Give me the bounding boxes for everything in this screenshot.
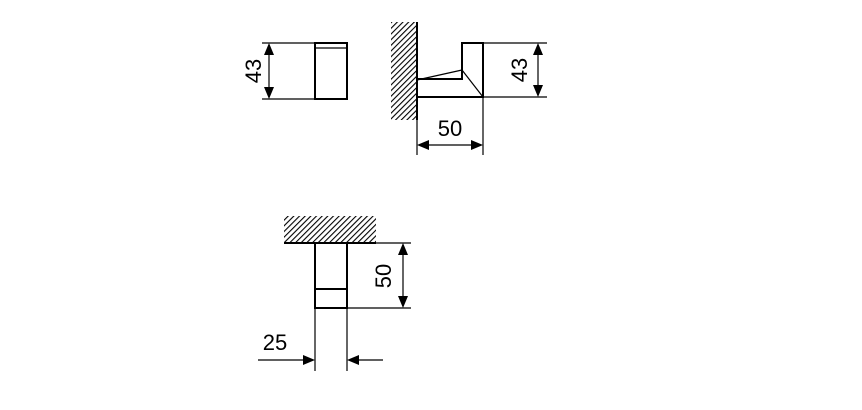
side-view: 43 50 <box>391 22 547 155</box>
front-height-label: 43 <box>241 59 266 83</box>
top-width-arrow-right <box>347 355 359 365</box>
front-height-arrow-bottom <box>264 87 274 99</box>
side-projection-arrow-right <box>471 140 483 150</box>
top-projection-arrow-top <box>398 243 408 255</box>
top-wall-hatch <box>284 216 376 243</box>
side-height-arrow-top <box>533 43 543 55</box>
front-height-arrow-top <box>264 43 274 55</box>
side-height-arrow-bottom <box>533 85 543 97</box>
side-projection-label: 50 <box>438 116 462 141</box>
top-hook-body <box>314 242 348 309</box>
side-hook-bevel <box>461 69 484 98</box>
top-view: 50 25 <box>258 216 411 371</box>
front-view-body <box>314 42 348 100</box>
top-projection-arrow-bottom <box>398 296 408 308</box>
top-width-label: 25 <box>263 330 287 355</box>
top-projection-label: 50 <box>371 264 396 288</box>
side-projection-arrow-left <box>417 140 429 150</box>
top-width-arrow-left <box>303 355 315 365</box>
side-hook-profile <box>417 42 484 98</box>
side-wall-hatch <box>391 22 417 120</box>
side-height-label: 43 <box>507 58 532 82</box>
front-view: 43 <box>241 42 348 100</box>
side-hook-bevel-base <box>416 69 463 81</box>
